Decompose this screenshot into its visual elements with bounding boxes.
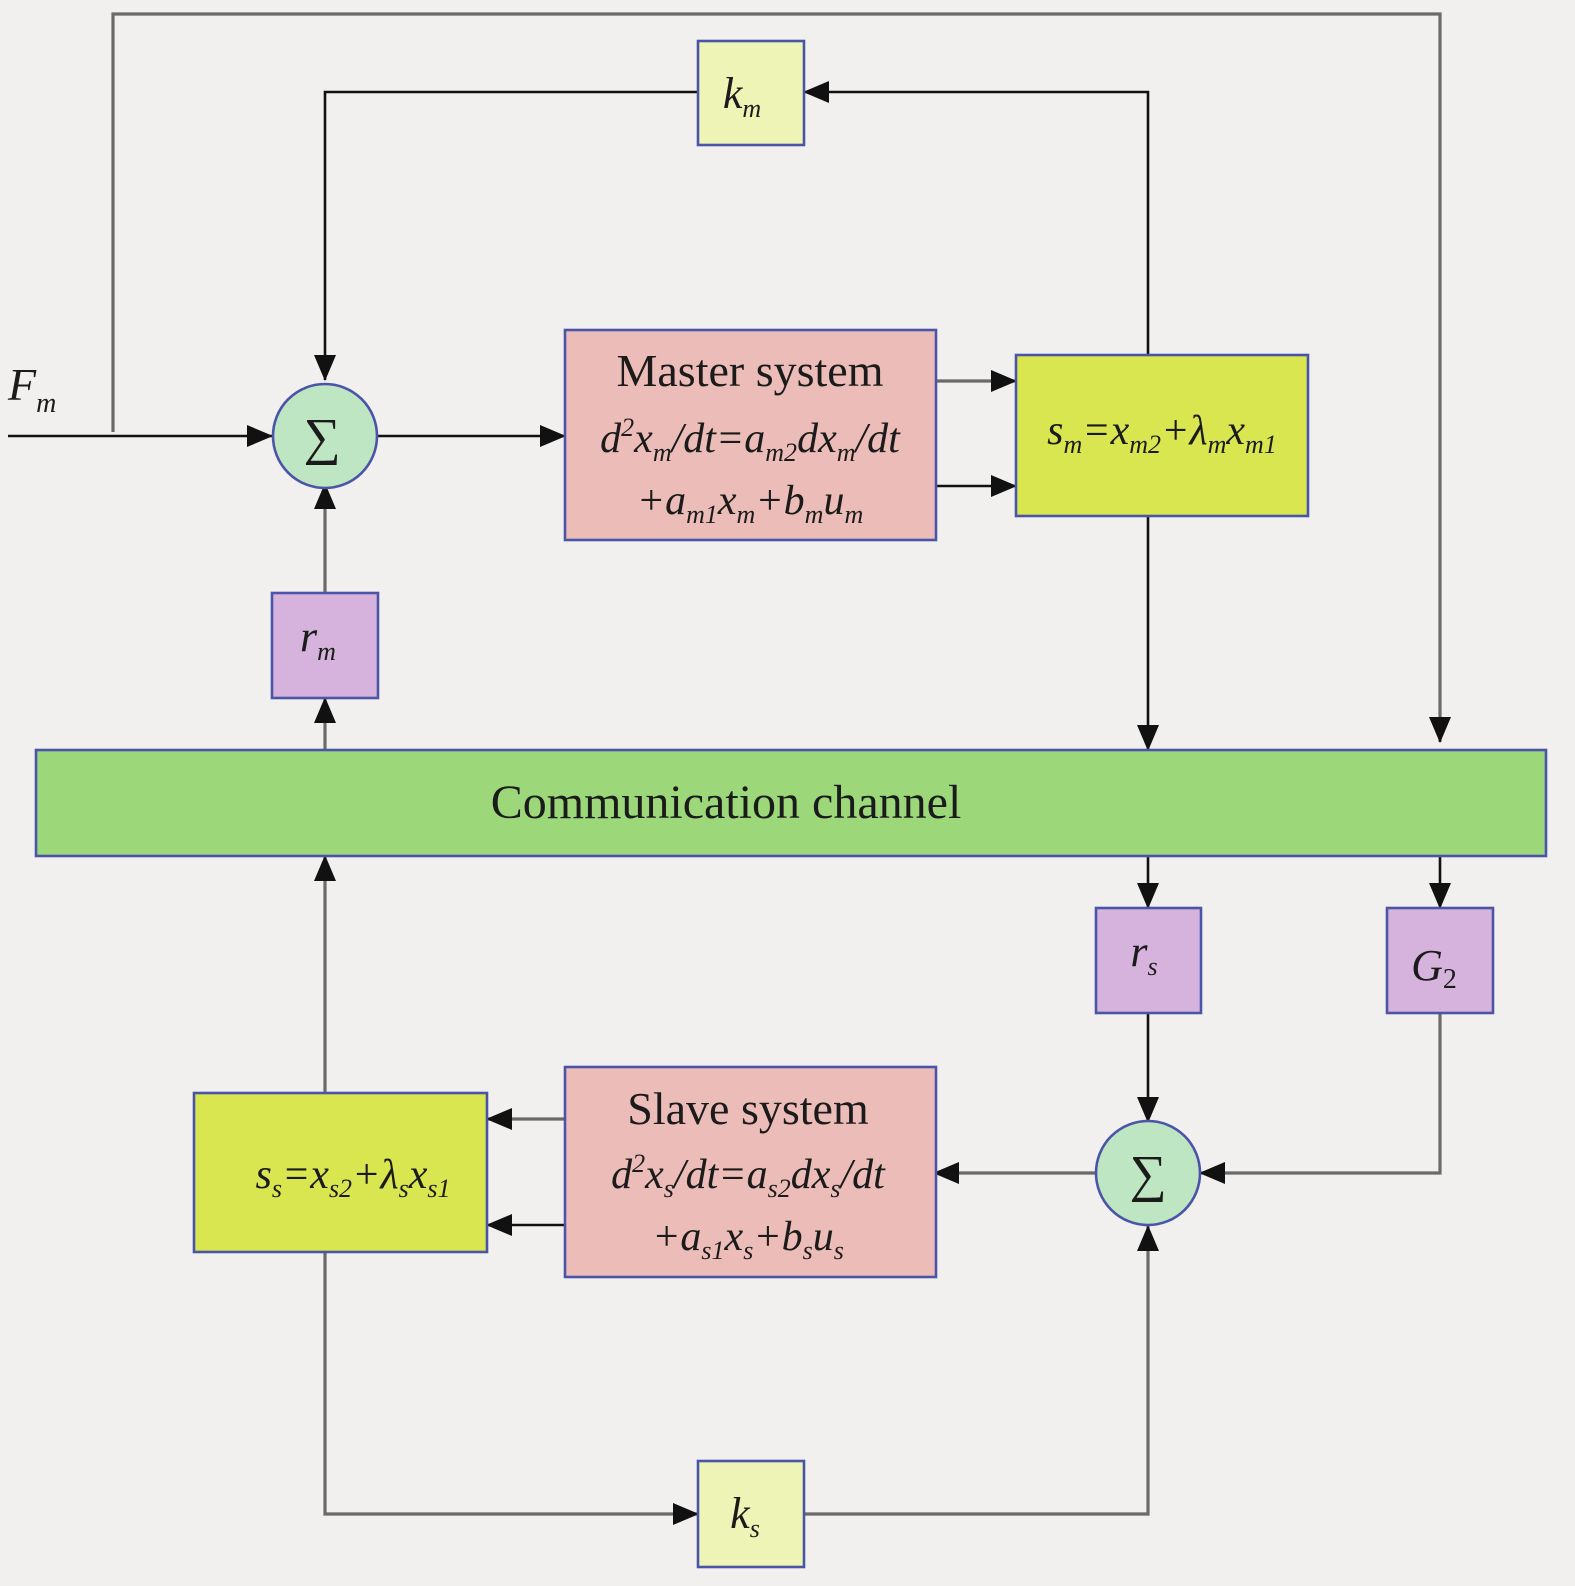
- svg-text:rs: rs: [1130, 927, 1157, 981]
- slave-title: Slave system: [627, 1083, 869, 1134]
- km-label: k: [723, 69, 744, 118]
- slave-eq-line2: +as1xs+bsus: [652, 1214, 844, 1265]
- communication-channel-block: Communication channel: [34, 748, 1548, 858]
- master-system-block: Master system d2xm/dt=am2dxm/dt +am1xm+b…: [563, 328, 938, 542]
- svg-text:km: km: [723, 69, 761, 123]
- svg-text:rm: rm: [300, 612, 336, 666]
- g2-label: G: [1411, 941, 1443, 990]
- slave-system-block: Slave system d2xs/dt=as2dxs/dt +as1xs+bs…: [563, 1065, 938, 1279]
- master-eq-line2: +am1xm+bmum: [637, 478, 863, 529]
- master-title: Master system: [616, 345, 883, 396]
- rm-label: r: [300, 612, 318, 661]
- km-feedback-wire-out: [314, 90, 698, 381]
- gain-rm-block: rm: [270, 591, 380, 700]
- channel-label: Communication channel: [491, 776, 962, 829]
- gain-rs-block: rs: [1094, 906, 1203, 1015]
- sigma-icon: ∑: [303, 409, 340, 466]
- ks-feedback-wire-out: [804, 1225, 1159, 1516]
- svg-text:G2: G2: [1411, 941, 1457, 995]
- master-eq-line1: d2xm/dt=am2dxm/dt: [600, 413, 901, 467]
- gain-km-block: km: [696, 39, 806, 147]
- slave-summer: ∑: [1094, 1119, 1202, 1227]
- sigma-icon: ∑: [1129, 1146, 1166, 1203]
- sm-equation: sm=xm2+λmxm1: [1047, 408, 1277, 459]
- ks-label: k: [730, 1489, 751, 1538]
- gain-g2-block: G2: [1385, 906, 1495, 1015]
- master-summer: ∑: [271, 382, 379, 490]
- g2-to-summer-wire: [1199, 1013, 1442, 1184]
- slave-eq-line1: d2xs/dt=as2dxs/dt: [611, 1149, 886, 1203]
- sliding-surface-master-block: sm=xm2+λmxm1: [1014, 353, 1310, 518]
- sliding-surface-slave-block: ss=xs2+λsxs1: [192, 1091, 489, 1254]
- rs-label: r: [1130, 927, 1148, 976]
- ss-equation: ss=xs2+λsxs1: [255, 1152, 450, 1203]
- km-feedback-wire-in: [803, 81, 1150, 355]
- svg-text:ks: ks: [730, 1489, 760, 1543]
- ks-feedback-wire-in: [323, 1252, 699, 1525]
- gain-ks-block: ks: [696, 1459, 806, 1569]
- fm-feedforward-wire: [111, 12, 1451, 743]
- fm-label: Fm: [7, 359, 56, 419]
